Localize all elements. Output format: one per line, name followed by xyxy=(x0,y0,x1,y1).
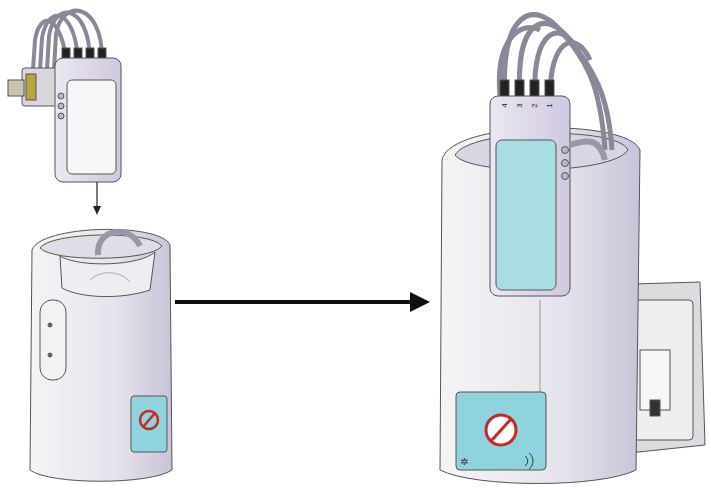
insert-arrow xyxy=(93,182,101,215)
connector-number: 2 xyxy=(530,103,539,107)
connector-number: 4 xyxy=(500,103,509,107)
result-arrow xyxy=(175,292,430,312)
assembled-station: ✲ xyxy=(440,15,705,484)
docking-station xyxy=(30,229,172,481)
connector-number: 3 xyxy=(515,103,524,107)
connector-number: 1 xyxy=(545,103,554,107)
svg-text:✲: ✲ xyxy=(460,456,468,467)
measurement-module xyxy=(8,11,121,182)
